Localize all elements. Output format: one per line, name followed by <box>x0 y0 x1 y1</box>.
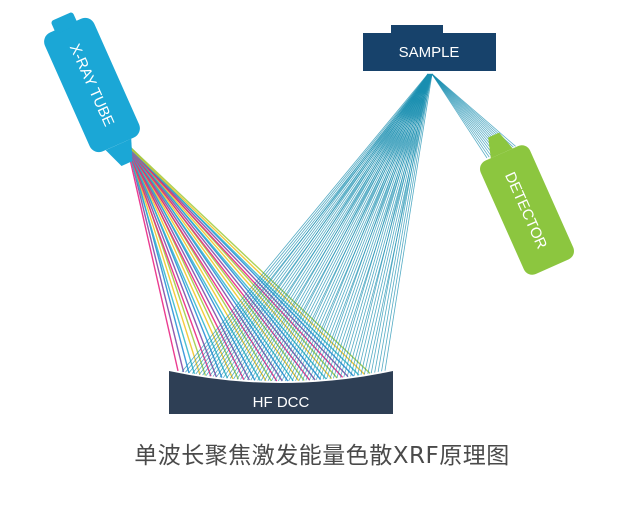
ray-line <box>126 145 294 382</box>
focused-rays <box>181 73 433 382</box>
ray-line <box>319 73 429 380</box>
ray-line <box>202 73 430 376</box>
ray-line <box>353 73 429 376</box>
ray-line <box>126 145 179 372</box>
ray-line <box>250 73 429 381</box>
xray-tube: X-RAY TUBE <box>44 12 140 167</box>
ray-line <box>126 145 212 377</box>
ray-line <box>126 145 196 375</box>
sample-box <box>363 33 496 71</box>
detector-body <box>479 145 575 275</box>
ray-line <box>336 73 429 379</box>
ray-line <box>216 73 429 378</box>
xray-tube-nozzle <box>105 138 133 167</box>
detector: DETECTOR <box>479 132 575 275</box>
ray-line <box>377 73 431 373</box>
xray-tube-cap <box>51 12 78 34</box>
ray-line <box>181 73 429 372</box>
ray-line <box>127 145 366 375</box>
hf-dcc-label: HF DCC <box>253 394 310 411</box>
sample: SAMPLE <box>363 25 496 71</box>
ray-line <box>370 73 429 374</box>
ray-line <box>233 73 429 380</box>
ray-line <box>322 73 430 380</box>
ray-line <box>128 145 190 374</box>
ray-line <box>126 145 344 378</box>
ray-line <box>302 73 429 381</box>
xray-tube-body <box>44 17 140 153</box>
detector-snout <box>488 132 513 159</box>
ray-line <box>126 145 229 379</box>
ray-line <box>219 73 430 378</box>
ray-line <box>126 145 278 382</box>
ray-line <box>357 73 430 376</box>
ray-line <box>127 145 283 382</box>
ray-line <box>267 73 429 382</box>
ray-line <box>288 73 430 382</box>
ray-line <box>431 73 516 147</box>
hf-dcc-optic: HF DCC <box>169 371 393 414</box>
ray-line <box>127 145 185 373</box>
ray-line <box>128 145 239 380</box>
diagram-caption: 单波长聚焦激发能量色散XRF原理图 <box>134 443 510 469</box>
ray-line <box>128 145 223 378</box>
ray-line <box>305 73 430 381</box>
ray-line <box>185 73 430 373</box>
sample-holder <box>391 25 443 35</box>
ray-line <box>126 145 327 380</box>
ray-line <box>127 145 333 380</box>
ray-line <box>381 73 432 372</box>
ray-line <box>271 73 430 382</box>
ray-line <box>126 145 245 380</box>
ray-line <box>384 73 433 371</box>
ray-line <box>127 145 201 375</box>
ray-line <box>127 145 250 381</box>
ray-line <box>253 73 430 381</box>
ray-line <box>127 145 218 378</box>
ray-line <box>236 73 430 380</box>
ray-line <box>127 145 267 382</box>
ray-line <box>126 145 311 381</box>
ray-line <box>128 145 207 376</box>
ray-line <box>374 73 430 373</box>
ray-line <box>198 73 429 375</box>
ray-line <box>127 145 316 381</box>
hf-dcc-crystal <box>169 371 393 414</box>
sample-label: SAMPLE <box>399 44 460 61</box>
ray-line <box>284 73 429 382</box>
ray-line <box>339 73 430 378</box>
